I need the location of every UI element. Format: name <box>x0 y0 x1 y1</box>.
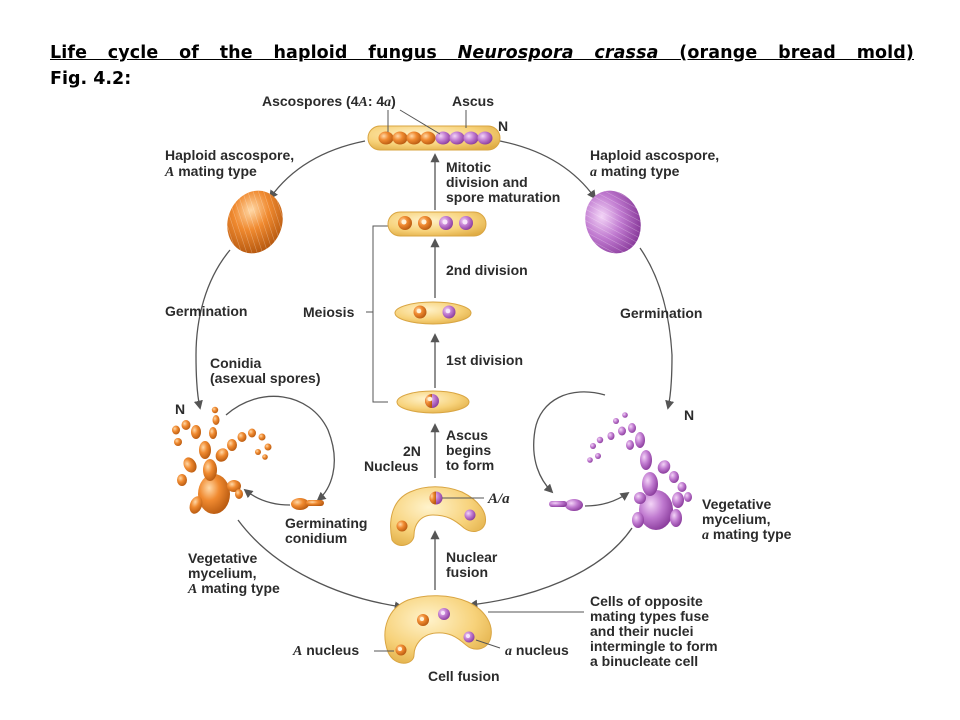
label-haploid-left: Haploid ascospore,A mating type <box>164 147 294 180</box>
title-line-1: Life cycle of the haploid fungus Neurosp… <box>50 43 914 63</box>
arrow-left-mycelium-to-fusion <box>237 519 404 611</box>
arrow-right-spore-down <box>639 247 675 410</box>
arrow-germinating-left <box>243 488 291 506</box>
ascus-two-nuclei <box>394 301 472 325</box>
label-ascus: Ascus <box>452 93 494 109</box>
label-A-nucleus: A nucleus <box>292 642 359 659</box>
mature-ascus <box>367 125 501 151</box>
label-n-right: N <box>684 407 694 423</box>
arrow-left-spore-down <box>193 249 231 410</box>
arrow-ascus-to-right-spore <box>499 140 597 200</box>
figure-title: Life cycle of the haploid fungus Neurosp… <box>50 40 914 92</box>
label-a-nucleus: a nucleus <box>505 642 569 659</box>
arrow-right-mycelium-to-fusion <box>468 527 633 609</box>
label-ascospores: Ascospores (4A: 4a) <box>262 93 396 110</box>
ascus-four-nuclei <box>387 211 487 237</box>
mycelium-A <box>172 406 272 514</box>
label-meiosis: Meiosis <box>303 304 355 320</box>
title-line-2: Fig. 4.2: <box>50 69 132 89</box>
arrow-conidia-loop-right <box>533 391 606 494</box>
germinating-conidium-A <box>291 498 324 510</box>
arrow-conidia-loop-left <box>225 395 335 502</box>
arrow-ascus-to-left-spore <box>268 140 366 200</box>
label-conidia: Conidia(asexual spores) <box>210 355 321 386</box>
arrow-germinating-right <box>584 491 630 507</box>
label-second-division: 2nd division <box>446 262 528 278</box>
cycle-arrows <box>193 140 675 611</box>
haploid-ascospore-A <box>227 190 283 254</box>
ascus-diploid <box>396 390 470 414</box>
meiosis-bracket <box>372 225 388 403</box>
haploid-ascospore-a <box>585 190 641 254</box>
label-haploid-right: Haploid ascospore,a mating type <box>590 147 719 180</box>
labels: Ascospores (4A: 4a) Ascus N Haploid asco… <box>164 93 792 684</box>
ascospores-pointer-2 <box>399 109 441 135</box>
germinating-conidium-a <box>549 499 583 511</box>
label-germination-left: Germination <box>165 303 247 319</box>
label-A-over-a: A/a <box>487 491 510 507</box>
label-n-left: N <box>175 401 185 417</box>
ascospores-orange <box>378 131 436 145</box>
ascus-forming-hook <box>390 486 487 546</box>
a-nucleus-pointer <box>475 639 501 649</box>
ascospores-purple <box>435 131 493 145</box>
binucleate-fusion-cell <box>384 595 492 664</box>
label-cell-fusion: Cell fusion <box>428 668 500 684</box>
label-n-top: N <box>498 118 508 134</box>
label-first-division: 1st division <box>446 352 523 368</box>
label-germination-right: Germination <box>620 305 702 321</box>
mycelium-a <box>587 412 692 530</box>
